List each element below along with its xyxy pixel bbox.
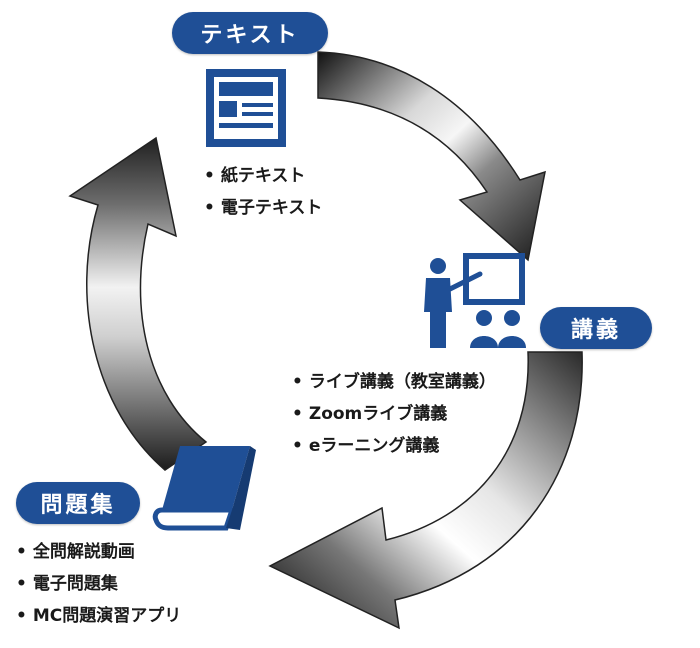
list-item: 全問解説動画 [16,536,181,568]
list-item: MC問題演習アプリ [16,600,181,632]
node-label-lecture: 講義 [540,307,652,349]
arrow-text-to-lecture [317,51,546,262]
list-item: 電子テキスト [204,192,323,224]
list-item: ライブ講義（教室講義） [292,366,496,398]
arrow-lecture-to-questions [268,351,583,630]
questions-item-list: 全問解説動画 電子問題集 MC問題演習アプリ [16,536,181,632]
node-label-questions: 問題集 [16,482,140,524]
list-item: 紙テキスト [204,160,322,192]
list-item: Zoomライブ講義 [292,398,496,430]
document-layout-icon [206,69,286,147]
node-label-lecture-value: 講義 [570,318,621,343]
node-label-questions-value: 問題集 [40,493,116,518]
node-label-text-value: テキスト [200,23,300,48]
arrow-questions-to-text [68,136,208,471]
lecture-item-list: ライブ講義（教室講義） Zoomライブ講義 eラーニング講義 [292,366,496,462]
list-item: eラーニング講義 [292,430,496,462]
text-item-list: 紙テキスト 電子テキスト [204,160,323,224]
node-label-text: テキスト [172,12,328,54]
presenter-board-icon [424,253,526,348]
list-item: 電子問題集 [16,568,181,600]
book-icon [152,446,256,531]
